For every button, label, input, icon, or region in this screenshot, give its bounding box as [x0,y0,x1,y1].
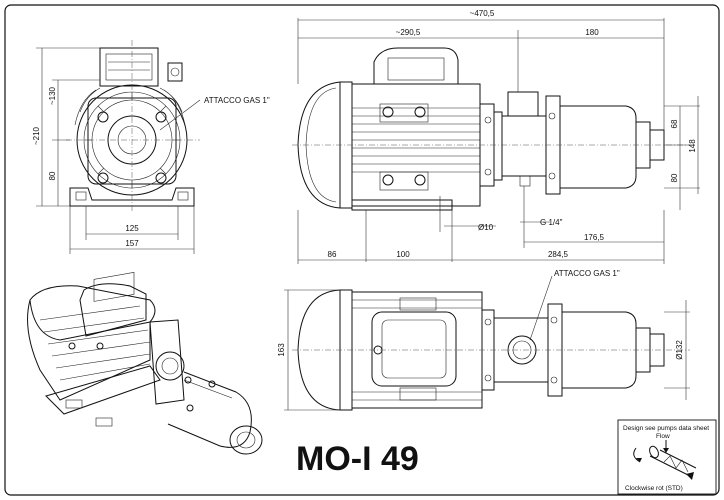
dim-side-148: 148 [688,139,697,153]
gas-label-bottom: ATTACCO GAS 1" [554,269,620,278]
model-title: MO-I 49 [296,440,419,478]
dim-base-width: 157 [125,239,139,248]
dim-front-total: ~210 [32,126,41,145]
dim-overall-length: ~470,5 [470,9,495,18]
dim-86: 86 [328,250,337,259]
dim-top-dia: Ø132 [675,340,684,360]
dim-hole-dia: Ø10 [478,223,494,232]
top-dimensions [284,289,690,411]
dim-100: 100 [396,250,410,259]
legend-flow: Flow [656,433,670,440]
dim-284: 284,5 [548,250,569,259]
dim-foot-spacing: 125 [125,224,139,233]
rotation-legend [617,419,717,495]
dim-side-68: 68 [670,119,679,128]
gas-label-top: ATTACCO GAS 1" [204,96,270,105]
dim-side-80: 80 [670,173,679,182]
isometric-view [27,272,263,455]
legend-rotation: Clockwise rot (STD) [625,485,683,492]
front-view [66,40,201,212]
side-dimensions [297,18,700,264]
dim-motor-length: ~290,5 [396,28,421,37]
legend-line1: Design see pumps data sheet [623,425,709,432]
dim-front-lower: 80 [48,171,57,180]
dim-pump-length: 180 [585,28,599,37]
dim-176: 176,5 [584,233,605,242]
dim-front-upper: ~130 [48,86,57,105]
dim-top-163: 163 [277,343,286,357]
top-view [292,275,690,411]
side-view [292,47,690,211]
label-g-thread: G 1/4" [540,218,563,227]
sheet-border [4,4,720,496]
front-dimensions [36,47,195,254]
